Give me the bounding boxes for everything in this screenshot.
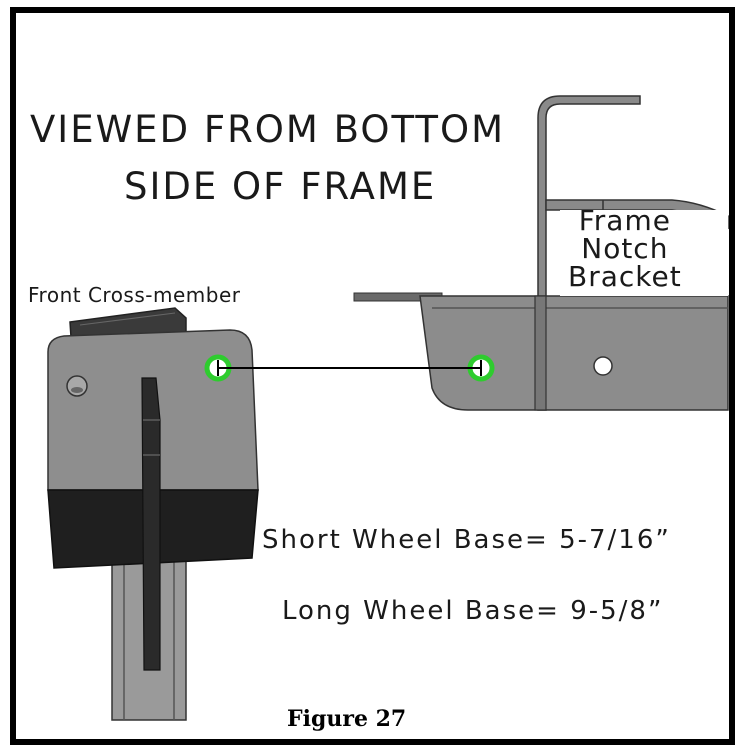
cross-member-blade [141, 377, 161, 671]
front-cross-member-label: Front Cross-member [28, 283, 241, 307]
bracket-upright [537, 95, 641, 411]
bracket-label-line-2: Notch [581, 232, 669, 265]
frame-rail [419, 295, 729, 411]
figure-caption: Figure 27 [287, 706, 407, 732]
short-wheel-base-label: Short Wheel Base= 5-7/16” [262, 525, 671, 555]
rail-hole [593, 356, 613, 376]
title-line-1: VIEWED FROM BOTTOM [30, 108, 506, 151]
title-line-2: SIDE OF FRAME [124, 165, 437, 208]
long-wheel-base-label: Long Wheel Base= 9-5/8” [282, 596, 664, 626]
bracket-label-line-3: Bracket [568, 260, 682, 293]
bracket-plate [534, 295, 547, 411]
bracket-label-line-1: Frame [578, 204, 671, 237]
frame-notch-bracket-label: Frame Notch Bracket [568, 207, 682, 291]
